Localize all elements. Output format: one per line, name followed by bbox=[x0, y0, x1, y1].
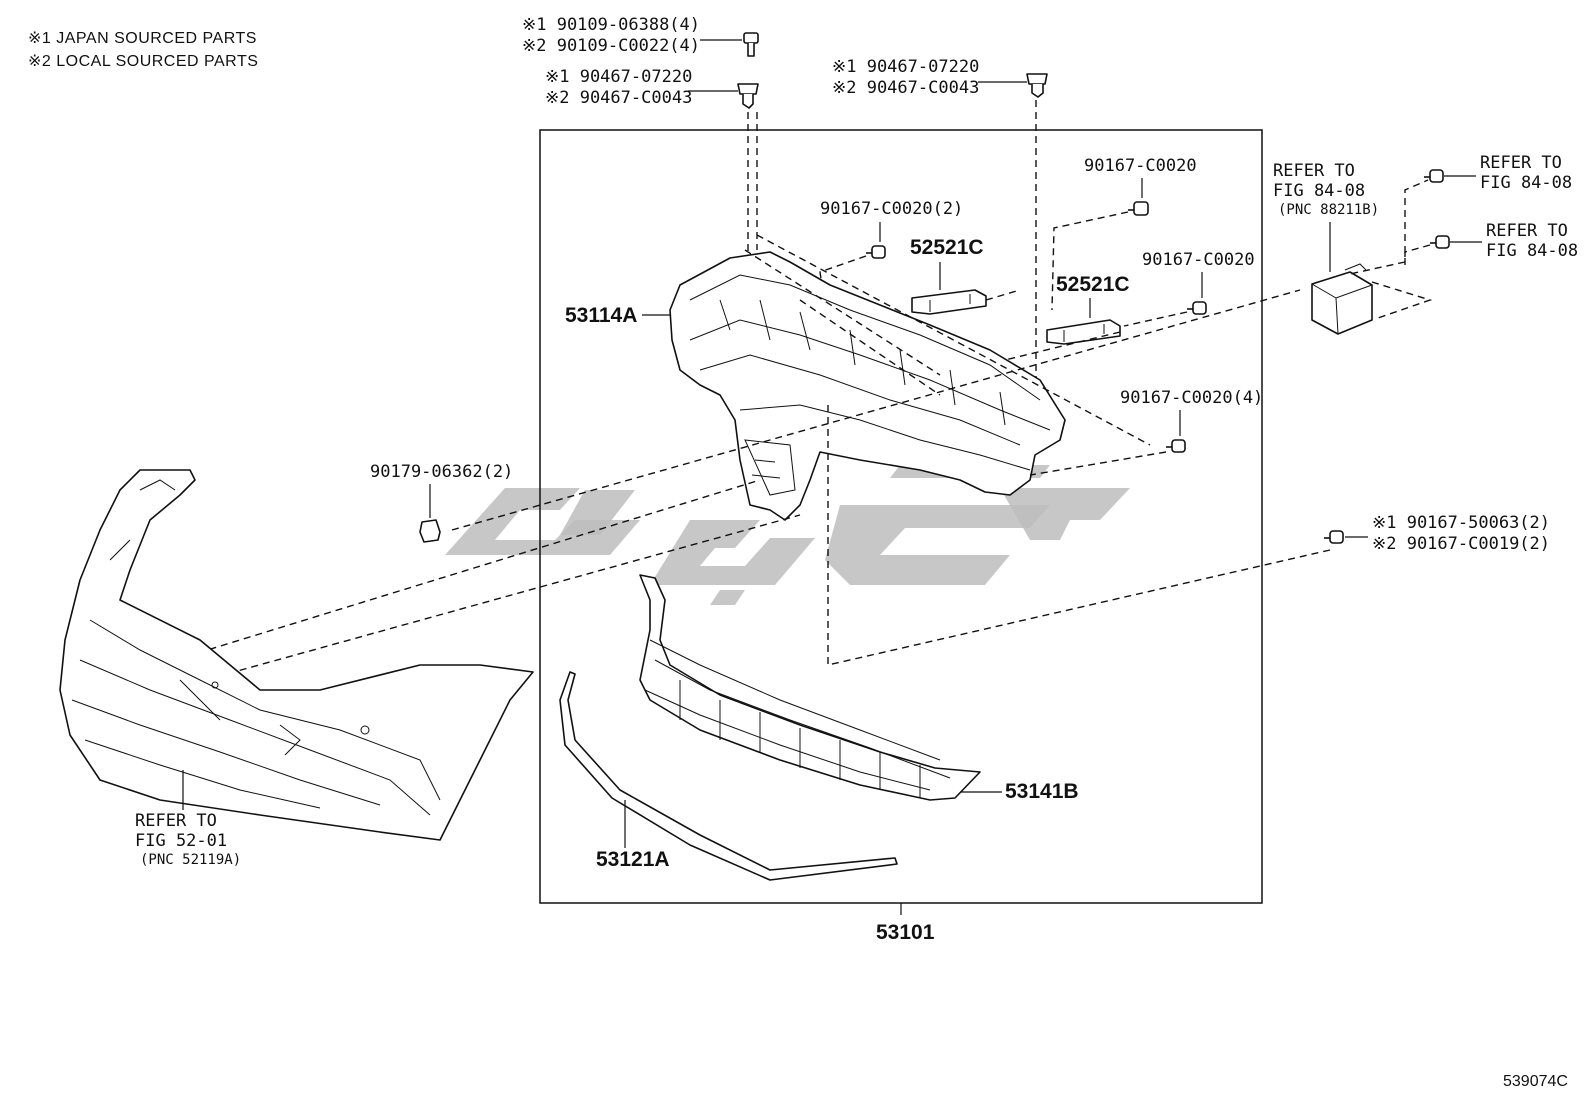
label-fig-84-08-sensor[interactable]: FIG 84-08 bbox=[1273, 181, 1365, 201]
grille-support-53114a bbox=[669, 251, 1066, 521]
label-52521c-lower[interactable]: 52521C bbox=[1056, 273, 1130, 296]
label-90167-50063[interactable]: ※1 90167-50063(2) bbox=[1372, 513, 1550, 533]
label-refer-to-lower[interactable]: REFER TO bbox=[1486, 221, 1568, 241]
note-japan-sourced: ※1 JAPAN SOURCED PARTS bbox=[28, 30, 257, 47]
note-local-sourced: ※2 LOCAL SOURCED PARTS bbox=[28, 53, 258, 70]
nut-icon bbox=[419, 519, 441, 543]
bracket-icon bbox=[911, 289, 987, 315]
label-fig-84-08-upper[interactable]: FIG 84-08 bbox=[1480, 173, 1572, 193]
label-90467-japan-right[interactable]: ※1 90467-07220 bbox=[832, 57, 979, 77]
grille-53141b bbox=[639, 574, 981, 801]
label-refer-to-upper[interactable]: REFER TO bbox=[1480, 153, 1562, 173]
label-90167-c0020-2[interactable]: 90167-C0020(2) bbox=[820, 199, 963, 219]
label-90167-c0020-4[interactable]: 90167-C0020(4) bbox=[1120, 388, 1263, 408]
label-fig-52-01[interactable]: FIG 52-01 bbox=[135, 831, 227, 851]
label-90467-local-right[interactable]: ※2 90467-C0043 bbox=[832, 78, 979, 98]
label-90167-c0019[interactable]: ※2 90167-C0019(2) bbox=[1372, 534, 1550, 554]
sensor-icon bbox=[1311, 263, 1373, 335]
clip-icon bbox=[1026, 73, 1048, 98]
label-pnc-52119a: (PNC 52119A) bbox=[140, 852, 241, 868]
bolt-icon bbox=[1166, 439, 1186, 453]
label-53101[interactable]: 53101 bbox=[876, 921, 935, 944]
diagram-code: 539074C bbox=[1503, 1073, 1568, 1090]
bolt-icon bbox=[1424, 169, 1444, 183]
label-90167-c0020-mid[interactable]: 90167-C0020 bbox=[1142, 250, 1255, 270]
label-90179-06362[interactable]: 90179-06362(2) bbox=[370, 462, 513, 482]
label-90109-local[interactable]: ※2 90109-C0022(4) bbox=[522, 36, 700, 56]
label-90109-japan[interactable]: ※1 90109-06388(4) bbox=[522, 15, 700, 35]
label-52521c-upper[interactable]: 52521C bbox=[910, 236, 984, 259]
bolt-icon bbox=[1187, 301, 1207, 315]
label-pnc-88211b: (PNC 88211B) bbox=[1278, 202, 1379, 218]
bracket-icon bbox=[1046, 319, 1121, 345]
label-refer-to-bumper[interactable]: REFER TO bbox=[135, 811, 217, 831]
watermark bbox=[445, 465, 1130, 605]
label-90467-japan-left[interactable]: ※1 90467-07220 bbox=[545, 67, 692, 87]
label-90467-local-left[interactable]: ※2 90467-C0043 bbox=[545, 88, 692, 108]
clip-icon bbox=[737, 83, 759, 109]
label-53141b[interactable]: 53141B bbox=[1005, 780, 1079, 803]
label-53121a[interactable]: 53121A bbox=[596, 848, 670, 871]
label-fig-84-08-lower[interactable]: FIG 84-08 bbox=[1486, 241, 1578, 261]
label-53114a[interactable]: 53114A bbox=[565, 304, 637, 327]
label-90167-c0020-top[interactable]: 90167-C0020 bbox=[1084, 156, 1197, 176]
molding-icon bbox=[559, 671, 898, 881]
bolt-icon bbox=[1324, 530, 1344, 544]
bolt-icon bbox=[866, 245, 886, 259]
bolt-icon bbox=[1128, 201, 1149, 216]
label-refer-to-sensor[interactable]: REFER TO bbox=[1273, 161, 1355, 181]
bolt-icon bbox=[743, 32, 759, 57]
bumper-icon bbox=[59, 469, 534, 841]
bolt-icon bbox=[1430, 235, 1450, 249]
